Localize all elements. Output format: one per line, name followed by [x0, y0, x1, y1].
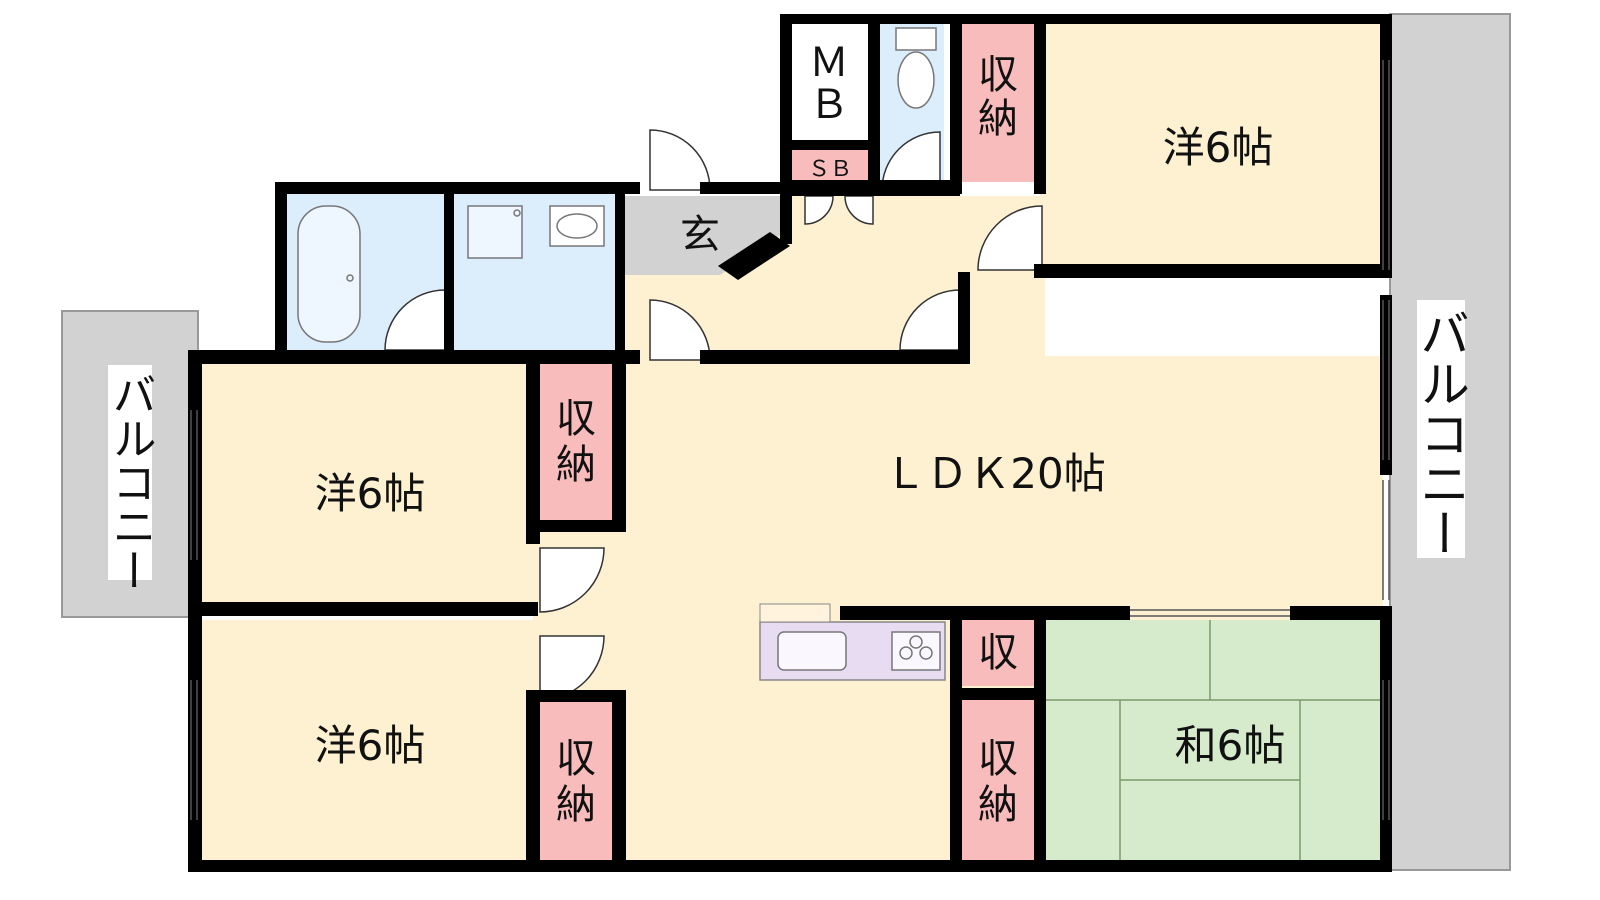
label-storage-left-lower-2: 納	[556, 782, 596, 828]
label-storage-top-1: 収	[978, 52, 1018, 98]
label-sb: ＳＢ	[808, 157, 852, 182]
label-balcony-left: バルコニー	[105, 372, 156, 592]
washbasin-icon	[549, 205, 605, 247]
fixtures	[297, 27, 941, 671]
label-mb-m: Ｍ	[809, 40, 849, 86]
windows	[190, 60, 1390, 820]
label-storage-left-upper-1: 収	[556, 396, 596, 442]
label-storage-japanese-1: 収	[978, 736, 1018, 782]
sink-icon	[777, 631, 847, 671]
label-storage-left-upper-2: 納	[556, 442, 596, 488]
label-western-left-lower: 洋6帖	[315, 721, 426, 770]
walls	[188, 14, 1392, 872]
room-labels: Ｍ Ｂ ＳＢ 玄 ＬＤＫ20帖 洋6帖 洋6帖 洋6帖 和6帖 収 納 収 納 …	[315, 40, 1286, 828]
balcony-labels: バルコニー バルコニー	[105, 300, 1470, 592]
stove-icon	[891, 631, 941, 671]
label-entrance: 玄	[680, 212, 720, 258]
label-storage-left-lower-1: 収	[556, 736, 596, 782]
label-storage-japanese-small: 収	[978, 630, 1018, 676]
label-balcony-right: バルコニー	[1412, 308, 1470, 558]
label-ldk: ＬＤＫ20帖	[884, 449, 1105, 498]
bathtub-icon	[297, 205, 361, 343]
label-storage-top-2: 納	[978, 96, 1018, 142]
door-swings	[384, 129, 1043, 701]
label-western-left-upper: 洋6帖	[315, 469, 426, 518]
label-storage-japanese-2: 納	[978, 782, 1018, 828]
label-western-top: 洋6帖	[1163, 123, 1274, 172]
toilet-icon	[895, 27, 937, 51]
tatami-lines	[1045, 620, 1380, 864]
label-mb-b: Ｂ	[809, 82, 849, 128]
label-japanese: 和6帖	[1175, 721, 1286, 770]
